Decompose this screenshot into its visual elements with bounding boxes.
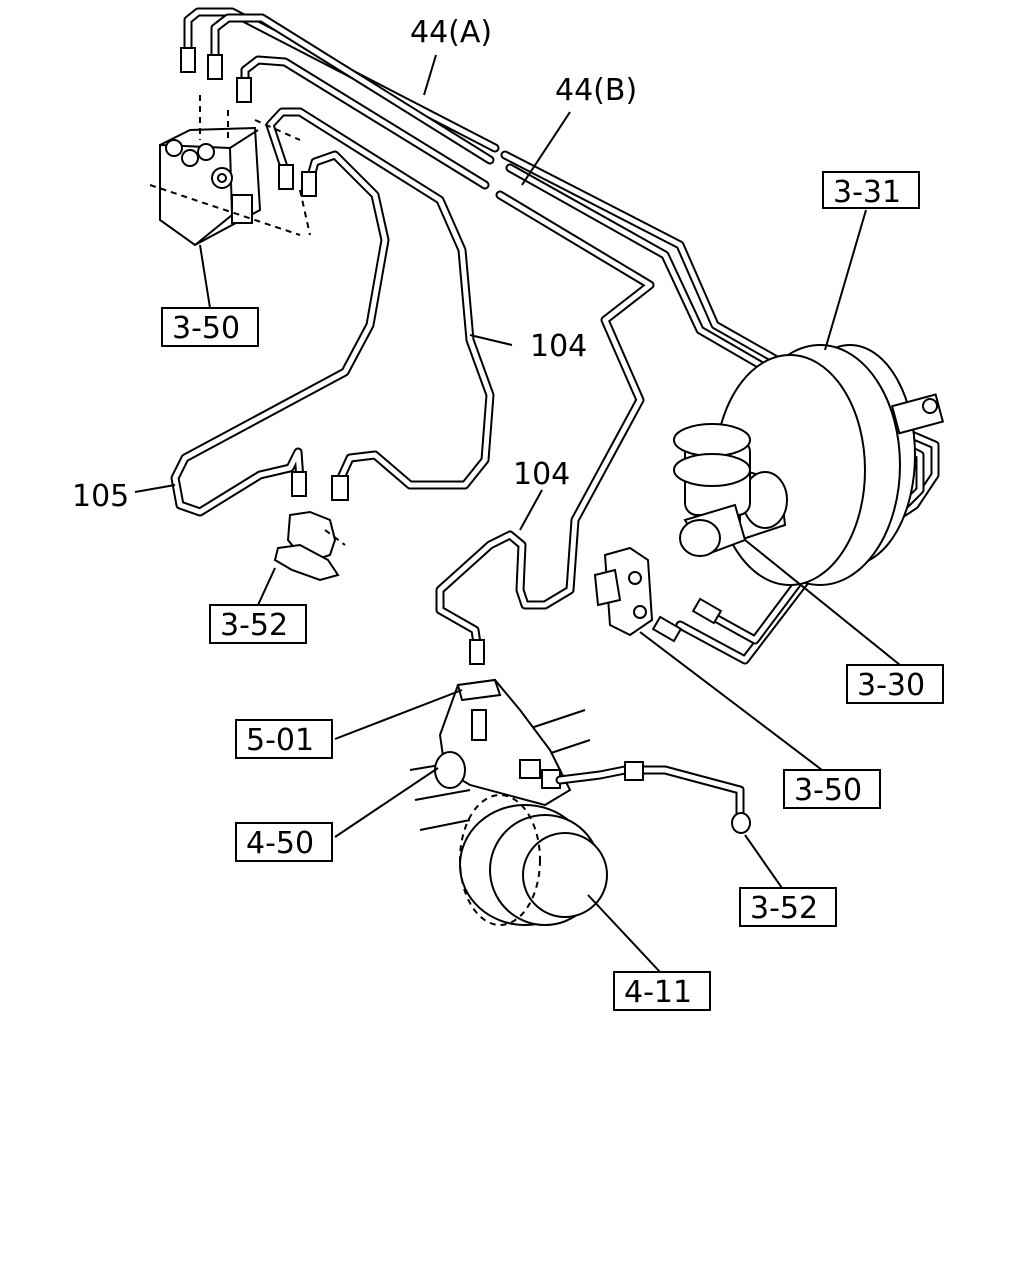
callout-5-01: 5-01 xyxy=(246,723,314,758)
callout-box-3-31 xyxy=(822,171,920,209)
callout-44b: 44(B) xyxy=(555,73,637,108)
callout-box-5-01 xyxy=(235,719,333,759)
callout-3-30: 3-30 xyxy=(857,668,925,703)
fitting-nut xyxy=(331,475,349,501)
fitting-nut xyxy=(469,639,485,665)
fitting-nut xyxy=(207,54,223,80)
callout-104-upper: 104 xyxy=(530,329,587,364)
fitting-nut xyxy=(180,47,196,73)
callout-box-3-50-top xyxy=(161,307,259,347)
brake-pipes xyxy=(170,7,940,665)
callout-4-11: 4-11 xyxy=(624,975,692,1010)
callout-104-lower: 104 xyxy=(513,457,570,492)
callout-3-52-left: 3-52 xyxy=(220,608,288,643)
callout-4-50: 4-50 xyxy=(246,826,314,861)
fitting-nut xyxy=(301,171,317,197)
callout-3-31: 3-31 xyxy=(833,175,901,210)
callout-3-50-lower: 3-50 xyxy=(794,773,862,808)
callout-box-3-50-lower xyxy=(783,769,881,809)
proportioning-valve xyxy=(593,546,654,637)
leader-lines xyxy=(134,54,901,973)
callout-44a: 44(A) xyxy=(410,15,492,50)
fitting-nut xyxy=(291,471,307,497)
fittings xyxy=(180,47,723,665)
fitting-nut xyxy=(691,597,723,625)
callout-box-3-52-left xyxy=(209,604,307,644)
abs-unit xyxy=(149,95,311,247)
axle-assembly xyxy=(409,678,751,926)
callout-box-4-50 xyxy=(235,822,333,862)
callout-105: 105 xyxy=(72,479,129,514)
callout-labels: 44(A) 44(B) 3-31 3-50 104 104 105 3-52 3… xyxy=(72,15,944,1011)
fitting-nut xyxy=(278,164,294,190)
brake-booster xyxy=(673,344,945,586)
fitting-nut xyxy=(236,77,252,103)
callout-3-50-top: 3-50 xyxy=(172,311,240,346)
callout-box-4-11 xyxy=(613,971,711,1011)
callout-box-3-30 xyxy=(846,664,944,704)
fitting-nut xyxy=(651,615,683,643)
callout-3-52-lower: 3-52 xyxy=(750,891,818,926)
bracket-left xyxy=(273,510,346,582)
callout-box-3-52-lower xyxy=(739,887,837,927)
